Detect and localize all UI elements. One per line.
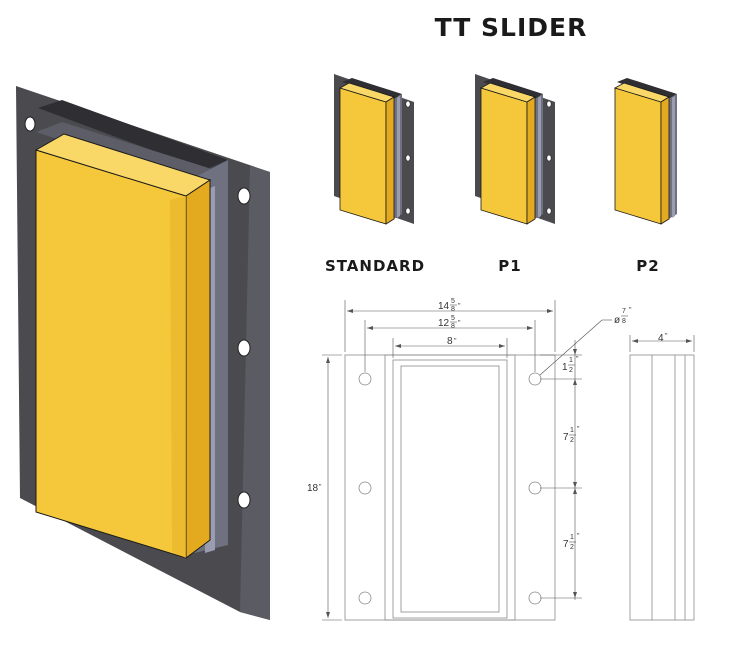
- mounting-hole: [405, 207, 411, 215]
- dimension-overall-height: 18 ": [307, 483, 322, 494]
- svg-text:": ": [576, 356, 579, 363]
- bolt-hole: [528, 481, 542, 495]
- side-view-drawing: [629, 335, 695, 621]
- svg-text:5: 5: [451, 298, 455, 305]
- svg-text:2: 2: [569, 367, 573, 374]
- svg-text:4: 4: [658, 333, 664, 344]
- svg-text:8: 8: [451, 323, 455, 330]
- frame-top: [38, 100, 228, 170]
- mounting-hole: [237, 491, 251, 509]
- svg-text:": ": [319, 484, 322, 491]
- plate-outline: [344, 354, 556, 621]
- svg-text:7: 7: [622, 308, 626, 315]
- dimension-overall-width: 14 5 8 ": [438, 298, 461, 313]
- bolt-hole: [358, 591, 372, 605]
- mounting-hole: [24, 116, 36, 132]
- page-title: TT SLIDER: [435, 13, 588, 42]
- variant-standard-illustration: [334, 74, 414, 225]
- yellow-pad-side: [185, 179, 211, 559]
- variant-p2-illustration: [613, 78, 677, 225]
- mounting-hole: [405, 154, 411, 162]
- svg-text:": ": [454, 338, 457, 345]
- svg-text:": ": [577, 426, 580, 433]
- mounting-hole: [546, 207, 552, 215]
- mounting-hole: [405, 100, 411, 108]
- large-bumper-illustration: [16, 86, 270, 620]
- bolt-hole: [528, 372, 542, 386]
- dimension-top-hole-offset: 1 1 2 ": [562, 356, 579, 374]
- svg-text:14: 14: [438, 301, 450, 312]
- svg-text:7: 7: [563, 539, 569, 550]
- bolt-hole: [358, 481, 372, 495]
- svg-text:ø: ø: [614, 315, 620, 326]
- mounting-hole: [237, 339, 251, 357]
- dimension-hole-pitch-2: 7 1 2 ": [563, 533, 580, 551]
- dimension-hole-spacing-width: 12 5 8 ": [438, 315, 461, 330]
- side-outline: [629, 354, 695, 621]
- svg-text:": ": [458, 320, 461, 327]
- front-view-drawing: [322, 300, 612, 621]
- svg-text:1: 1: [570, 534, 574, 541]
- svg-text:7: 7: [563, 432, 569, 443]
- svg-text:": ": [577, 533, 580, 540]
- mounting-hole: [546, 100, 552, 108]
- variant-label-p2: P2: [636, 257, 659, 275]
- mounting-hole: [237, 187, 251, 205]
- svg-text:8: 8: [447, 336, 453, 347]
- yellow-pad-front: [35, 149, 187, 559]
- dimension-depth: 4 ": [658, 333, 668, 344]
- svg-text:1: 1: [570, 427, 574, 434]
- variant-thumbnails: [334, 74, 677, 225]
- svg-text:2: 2: [570, 544, 574, 551]
- svg-text:8: 8: [451, 306, 455, 313]
- variant-label-standard: STANDARD: [325, 257, 425, 275]
- svg-text:": ": [629, 307, 632, 314]
- variant-label-p1: P1: [498, 257, 521, 275]
- bolt-hole: [528, 591, 542, 605]
- variant-p1-illustration: [475, 74, 555, 225]
- svg-text:5: 5: [451, 315, 455, 322]
- svg-text:18: 18: [307, 483, 319, 494]
- bolt-hole: [358, 372, 372, 386]
- svg-text:1: 1: [569, 357, 573, 364]
- svg-text:12: 12: [438, 318, 450, 329]
- dimension-pad-width: 8 ": [447, 336, 457, 347]
- svg-text:1: 1: [562, 362, 568, 373]
- svg-text:": ": [665, 333, 668, 340]
- svg-text:2: 2: [570, 437, 574, 444]
- svg-text:": ": [458, 303, 461, 310]
- dimension-hole-pitch-1: 7 1 2 ": [563, 426, 580, 444]
- mounting-hole: [546, 154, 552, 162]
- dimension-hole-diameter: ø 7 8 ": [614, 307, 632, 326]
- svg-text:8: 8: [622, 318, 626, 325]
